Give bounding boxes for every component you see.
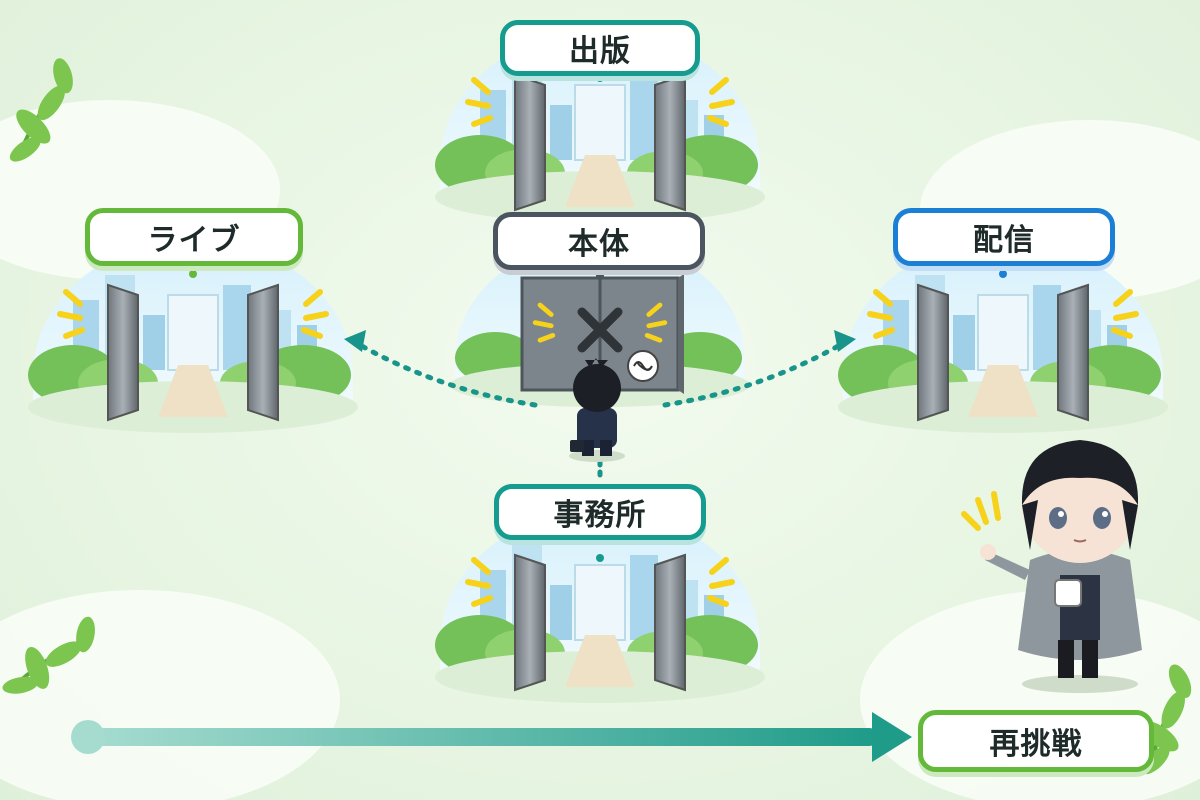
character-guide xyxy=(980,440,1142,693)
dome-main xyxy=(450,240,750,407)
node-label-retry: 再挑戦 xyxy=(918,710,1154,772)
timeline-arrow xyxy=(71,712,912,762)
x-mark-icon xyxy=(577,307,623,353)
tangled-thought-icon xyxy=(627,350,659,382)
character-small xyxy=(569,358,625,462)
node-label-publishing: 出版 xyxy=(500,20,700,76)
arrow-to-live xyxy=(344,330,538,408)
node-label-streaming: 配信 xyxy=(893,208,1115,266)
node-label-main: 本体 xyxy=(493,212,705,270)
label-connector-dots xyxy=(189,74,1007,562)
sparkle-lines-icon xyxy=(961,491,1001,531)
node-label-live: ライブ xyxy=(85,208,303,266)
arrow-to-streaming xyxy=(662,330,856,408)
node-label-agency: 事務所 xyxy=(494,484,706,540)
